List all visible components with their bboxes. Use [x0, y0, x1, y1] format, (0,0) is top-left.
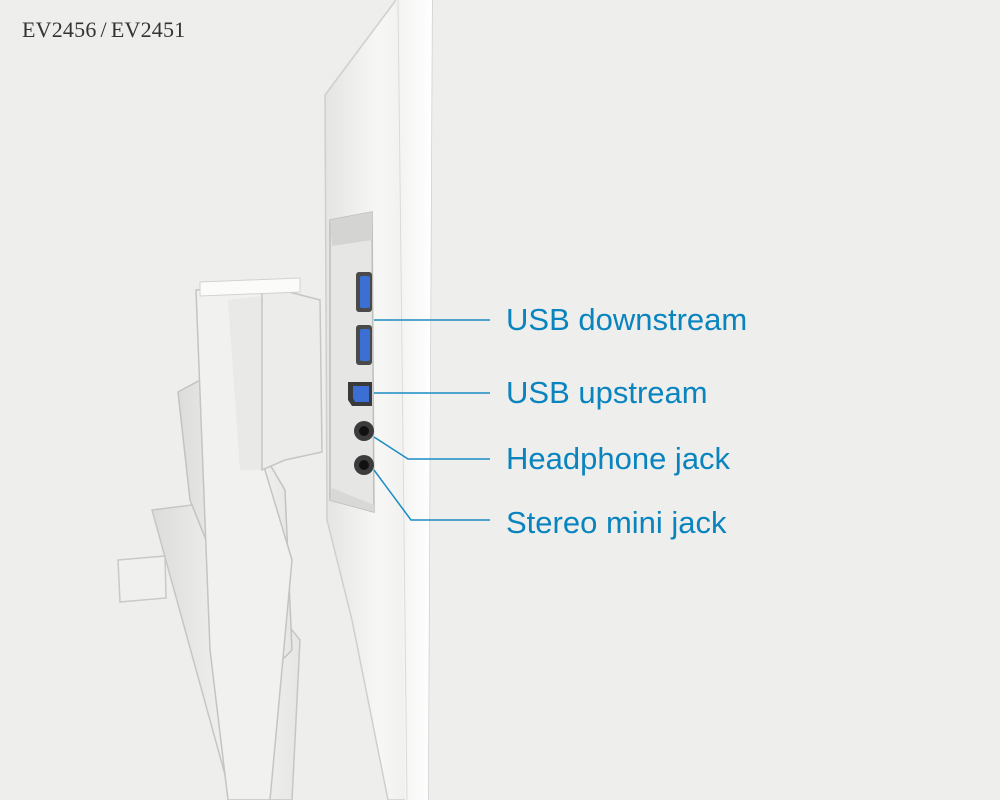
model-primary: EV2456 [22, 17, 97, 42]
callout-headphone-jack: Headphone jack [506, 441, 731, 476]
model-separator: / [100, 17, 107, 42]
callout-usb-upstream: USB upstream [506, 375, 708, 410]
model-secondary: EV2451 [110, 17, 186, 42]
callout-usb-downstream: USB downstream [506, 302, 748, 337]
usb-downstream-port-1 [356, 272, 372, 312]
callout-stereo-mini-jack: Stereo mini jack [506, 505, 727, 540]
leader-line-headphone [373, 436, 490, 460]
model-title: EV2456/EV2451 [22, 17, 185, 43]
usb-downstream-port-2 [356, 325, 372, 365]
headphone-jack [354, 421, 374, 441]
leader-line-stereo [373, 469, 490, 521]
monitor-stand [117, 277, 323, 800]
usb-upstream-port [348, 382, 372, 406]
stereo-mini-jack [354, 455, 374, 475]
monitor-body [324, 0, 433, 800]
